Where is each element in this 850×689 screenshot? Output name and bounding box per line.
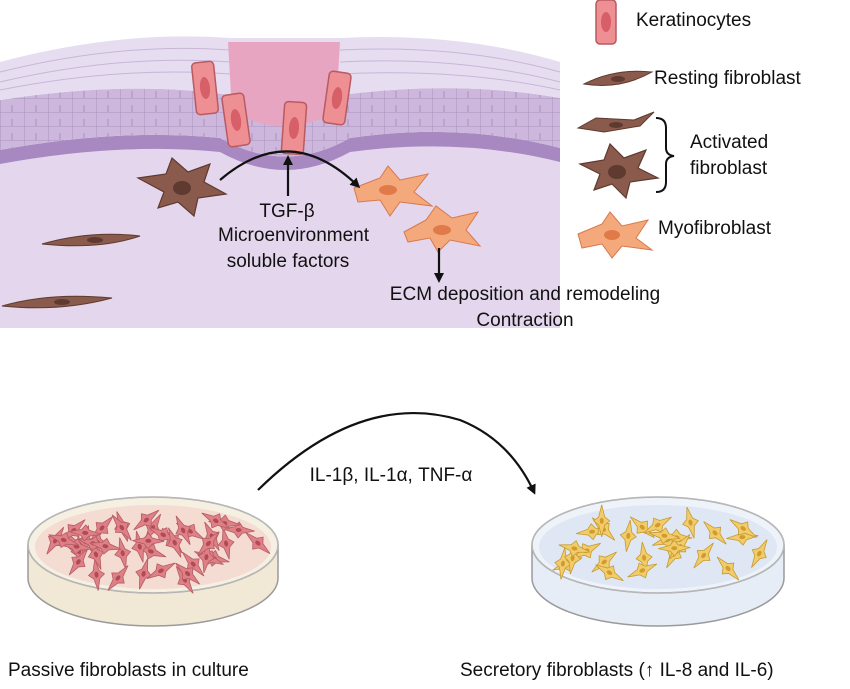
passive-fibroblast-cell [48,531,80,549]
passive-fibroblast-cell [175,515,191,545]
secretory-fibroblast-cell [648,527,681,545]
passive-fibroblast-cell [68,548,88,576]
passive-fibroblast-cell [166,527,183,558]
secretory-fibroblast-cell [595,564,624,582]
passive-caption: Passive fibroblasts in culture [8,660,249,681]
secretory-fibroblast-cell [658,539,691,557]
passive-fibroblast-cell [135,558,152,590]
activation-arc-arrow [219,150,361,189]
keratinocyte-cells [190,60,352,156]
secretory-culture-dish [531,496,785,627]
secretory-fibroblast-cell [751,539,768,568]
passive-cells [46,509,271,594]
myofibroblast-cells [353,165,482,253]
legend-resting-label: Resting fibroblast [654,68,801,89]
cytokine-label: IL-1β, IL-1α, TNF-α [309,465,473,486]
legend-keratinocytes-label: Keratinocytes [636,10,752,31]
secretory-fibroblast-cell [558,540,591,557]
secretory-fibroblast-cell [564,542,582,575]
passive-fibroblast-cell [60,538,93,556]
passive-fibroblast-cell [197,531,220,556]
secretory-fibroblast-cell [554,547,572,580]
legend-resting-icon [582,70,654,86]
cytokine-arc-arrow [257,412,536,495]
basal-layer [0,131,560,170]
passive-fibroblast-cell [197,541,215,574]
corneum-lines [0,47,561,91]
passive-fibroblast-cell [182,551,205,577]
wound-area [228,42,340,126]
outcome-label-1: ECM deposition and remodeling [389,284,661,305]
secretory-fibroblast-cell [703,521,727,545]
passive-fibroblast-cell [133,509,160,531]
legend-icons [576,0,675,259]
secretory-fibroblast-cell [619,519,637,552]
passive-fibroblast-cell [175,562,201,585]
legend-bracket [655,117,675,193]
passive-fibroblast-cell [217,527,235,560]
legend-activated-label-2: fibroblast [690,158,768,179]
secretory-fibroblast-cell [729,519,757,538]
passive-fibroblast-cell [146,562,176,579]
resting-fibroblast-cell [1,233,141,309]
secretory-fibroblast-cell [643,516,672,534]
secretory-cells [552,504,768,582]
culture-section [27,412,785,627]
legend-activated-label-1: Activated [690,132,769,153]
secretory-fibroblast-cell [576,523,609,541]
passive-fibroblast-cell [201,512,231,529]
passive-fibroblast-cell [87,558,106,591]
legend-keratinocyte-icon [595,0,617,45]
passive-fibroblast-cell [245,532,271,554]
activated-fibroblast-cell [136,156,228,218]
secretory-fibroblast-cell [716,556,740,581]
passive-culture-dish [27,496,279,627]
passive-fibroblast-cell [132,532,165,550]
skin-section [0,36,561,328]
dermis-layer [0,144,560,328]
secretory-fibroblast-cell [693,542,714,569]
signal-label-2: Microenvironment [218,225,369,246]
legend-activated-icons [576,111,675,200]
legend-myofibroblast-icon [577,211,654,259]
secretory-caption: Secretory fibroblasts (↑ IL-8 and IL-6) [460,660,774,681]
secretory-fibroblast-cell [593,504,611,537]
legend-myofibroblast-label: Myofibroblast [658,218,771,239]
signal-label-1: TGF-β [259,201,315,222]
secretory-fibroblast-cell [682,506,699,539]
secretory-fibroblast-cell [629,516,655,539]
signal-label-3: soluble factors [226,251,350,272]
passive-fibroblast-cell [89,537,122,555]
passive-fibroblast-cell [107,565,129,591]
passive-fibroblast-cell [69,524,102,542]
passive-fibroblast-cell [111,514,132,541]
secretory-fibroblast-cell [627,562,658,579]
outcome-label-2: Contraction [476,310,574,331]
